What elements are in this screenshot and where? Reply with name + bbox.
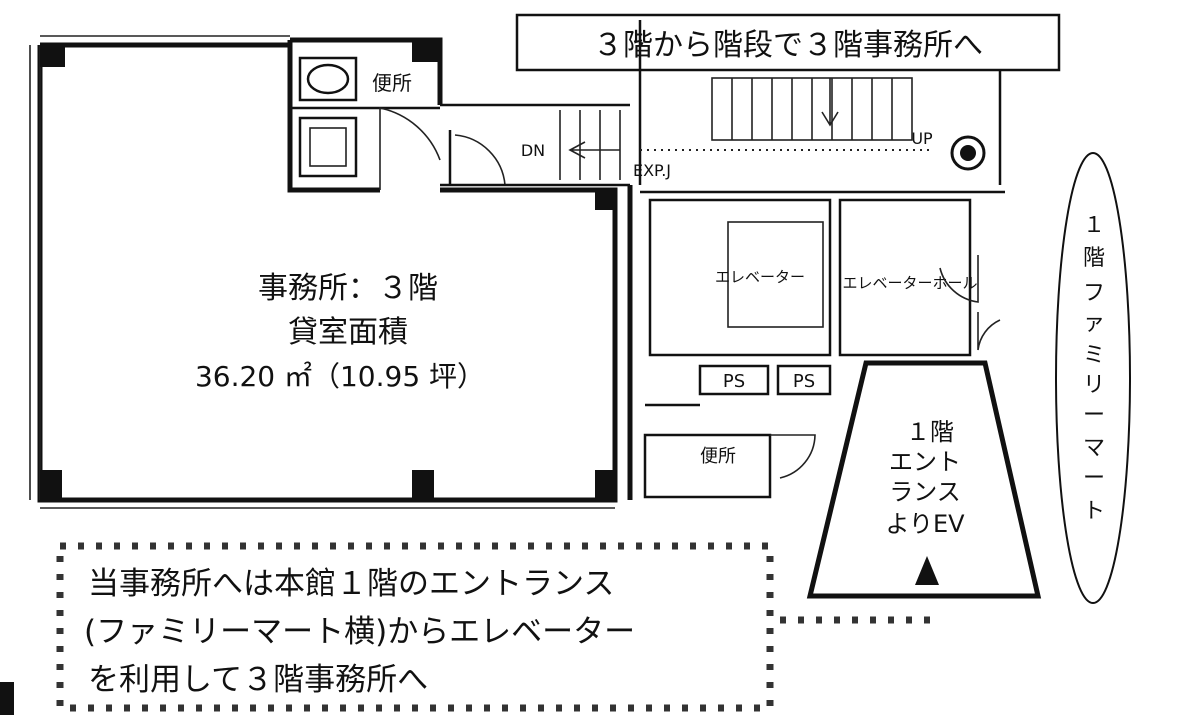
office-area-label: 貸室面積 — [288, 315, 408, 350]
stairs-up-label: UP — [911, 129, 933, 148]
note-box: 当事務所へは本館１階のエントランス (ファミリーマート横)からエレベーター を利… — [0, 542, 930, 715]
elevator-hall-label: エレベーターホール — [842, 274, 977, 292]
header-sign-text: ３階から階段で３階事務所へ — [593, 28, 983, 63]
entrance-line-2: エント — [889, 448, 961, 476]
family-mart-oval: １ 階 フ ァ ミ リ ー マ ー ト — [1055, 152, 1131, 604]
family-mart-char-9: ト — [1083, 499, 1105, 524]
entrance-box: １階 エント ランス よりEV — [806, 360, 1042, 599]
family-mart-char-4: ミ — [1083, 343, 1105, 368]
corridor-door — [440, 103, 630, 187]
ps-right-label: PS — [793, 371, 815, 392]
family-mart-char-2: フ — [1083, 281, 1105, 306]
toilet-lower: 便所 — [643, 403, 816, 499]
header-sign: ３階から階段で３階事務所へ — [515, 13, 1061, 72]
elevator-core: エレベーター エレベーターホール — [627, 185, 1005, 500]
note-line-3: を利用して３階事務所へ — [88, 662, 428, 698]
toilet-lower-label: 便所 — [700, 446, 736, 467]
entrance-line-3: ランス — [889, 478, 961, 506]
family-mart-char-6: ー — [1083, 403, 1105, 428]
note-line-1: 当事務所へは本館１階のエントランス — [88, 566, 614, 602]
hydrant-icon — [950, 135, 986, 171]
office-title: 事務所：３階 — [258, 271, 438, 306]
entrance-line-4: よりEV — [885, 510, 965, 538]
note-line-2: (ファミリーマート横)からエレベーター — [84, 614, 635, 650]
office-area-value: 36.20 ㎡（10.95 坪） — [195, 360, 485, 393]
entrance-arrow-icon — [915, 556, 939, 585]
expansion-joint-label: EXP.J — [633, 161, 671, 180]
toilet-upper: 便所 — [290, 56, 441, 190]
toilet-upper-label: 便所 — [372, 71, 412, 95]
family-mart-char-5: リ — [1083, 373, 1105, 398]
ps-left-label: PS — [723, 371, 745, 392]
ps-shafts: PS PS — [698, 364, 832, 396]
stairs: DN UP EXP.J — [521, 20, 1002, 185]
elevator-label: エレベーター — [715, 268, 805, 286]
stairs-down-label: DN — [521, 141, 545, 160]
entrance-line-1: １階 — [906, 418, 954, 446]
family-mart-char-3: ァ — [1083, 311, 1105, 336]
family-mart-char-1: 階 — [1083, 246, 1105, 271]
family-mart-char-7: マ — [1083, 436, 1105, 461]
office-room: 事務所：３階 貸室面積 36.20 ㎡（10.95 坪） — [29, 35, 618, 509]
family-mart-char-0: １ — [1083, 213, 1105, 238]
family-mart-char-8: ー — [1083, 466, 1105, 491]
